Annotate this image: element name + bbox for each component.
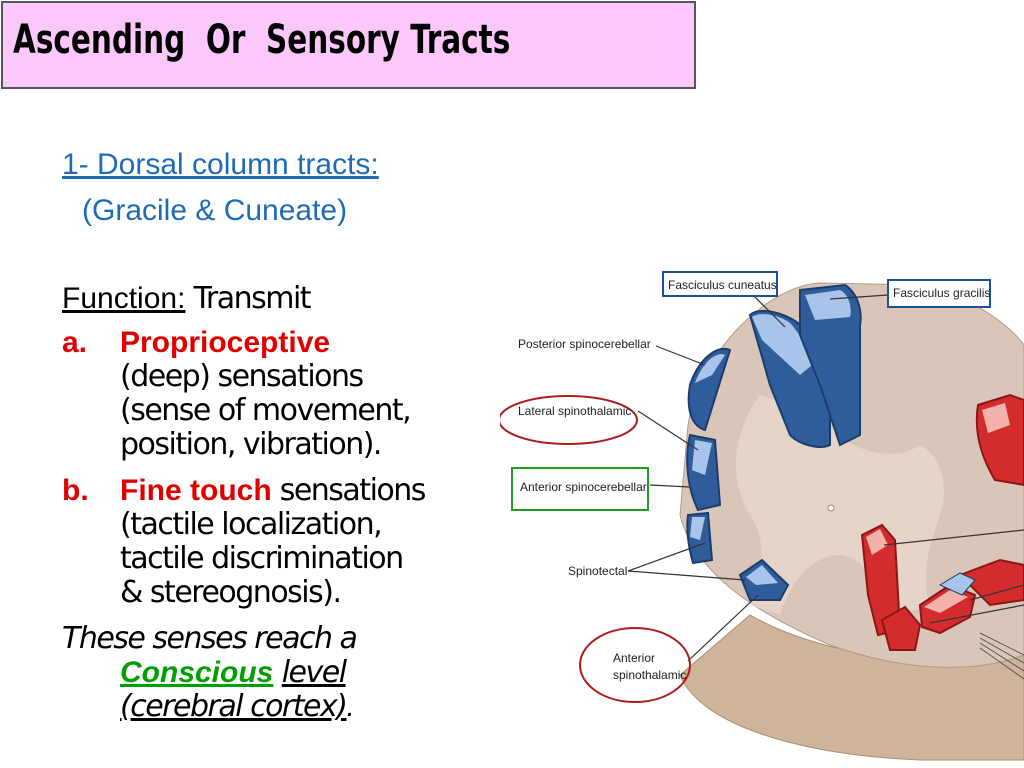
red-tract-lower-left: [880, 605, 922, 651]
section-subheading: (Gracile & Cuneate): [82, 194, 348, 227]
title-box: Ascending Or Sensory Tracts: [1, 1, 696, 89]
cord-front-face: [679, 614, 1024, 761]
function-label: Function:: [62, 282, 186, 315]
anterior-spinothalamic-label-1: Anterior: [613, 651, 655, 665]
item-b-marker: b.: [62, 474, 89, 507]
red-tract-lower-right: [958, 558, 1024, 607]
lateral-spinothalamic-ring: [500, 395, 638, 445]
item-b-highlight-rest: sensations: [271, 473, 427, 508]
item-b-highlight: Fine touch: [120, 474, 272, 507]
fasciculus-gracilis-tract: [799, 283, 862, 447]
leader-lines: [627, 291, 1024, 662]
item-a-highlight: Proprioceptive: [120, 326, 331, 359]
fasciculus-gracilis-label-box: [887, 279, 991, 308]
conclusion-line-1: These senses reach a: [62, 621, 358, 656]
spinotectal-label: Spinotectal: [568, 564, 627, 578]
anterior-spinocerebellar-label-box: [511, 467, 649, 511]
cortex-text: (cerebral cortex): [120, 689, 348, 724]
red-tract-lower-mid-highlight: [924, 590, 968, 613]
fasciculus-cuneatus-label: Fasciculus cuneatus: [668, 278, 777, 292]
lateral-spinothalamic-label: Lateral spinothalamic: [518, 404, 631, 418]
spinal-cord-diagram: Fasciculus cuneatus Fasciculus gracilis …: [500, 271, 1024, 761]
item-a-line-3: position, vibration).: [120, 427, 382, 462]
section-heading: 1- Dorsal column tracts:: [62, 148, 379, 181]
item-b-first-line: Fine touch sensations: [120, 473, 427, 508]
fasciculus-cuneatus-label-box: [662, 271, 778, 297]
red-tract-right-upper-highlight: [982, 403, 1010, 433]
anterior-spinothalamic-ring: [579, 627, 691, 703]
level-word: level: [281, 655, 347, 690]
spinotectal-highlight: [746, 565, 778, 585]
posterior-spinocerebellar-highlight: [695, 354, 725, 383]
anterior-spinocerebellar-highlight: [690, 517, 705, 540]
conclusion-period: .: [346, 690, 355, 723]
item-a-line-2: (sense of movement,: [120, 393, 412, 428]
central-canal: [827, 504, 835, 512]
anterior-spinothalamic-label-2: spinothalamic: [613, 668, 686, 682]
nerve-rootlets: [979, 632, 1024, 680]
item-b-line-2: tactile discrimination: [120, 541, 404, 576]
slide-title: Ascending Or Sensory Tracts: [13, 17, 511, 63]
conclusion-line-3: (cerebral cortex).: [120, 690, 355, 724]
conscious-word: Conscious: [120, 656, 274, 689]
fasciculus-gracilis-label: Fasciculus gracilis: [893, 286, 990, 300]
red-tract-center-highlight: [866, 529, 888, 555]
item-a-marker: a.: [62, 326, 88, 359]
fasciculus-cuneatus-highlight: [752, 314, 818, 375]
item-b-line-3: & stereognosis).: [120, 575, 342, 610]
fasciculus-gracilis-highlight: [805, 290, 851, 320]
function-value: Transmit: [185, 281, 311, 316]
anterior-spinocerebellar-label: Anterior spinocerebellar: [520, 480, 647, 494]
conclusion-line-2: Conscious level: [120, 655, 347, 690]
item-b-line-1: (tactile localization,: [120, 507, 383, 542]
item-a-line-1: (deep) sensations: [120, 359, 364, 394]
posterior-spinocerebellar-label: Posterior spinocerebellar: [518, 337, 651, 351]
function-line: Function: Transmit: [62, 281, 312, 316]
blue-tract-lower-right: [938, 572, 976, 596]
